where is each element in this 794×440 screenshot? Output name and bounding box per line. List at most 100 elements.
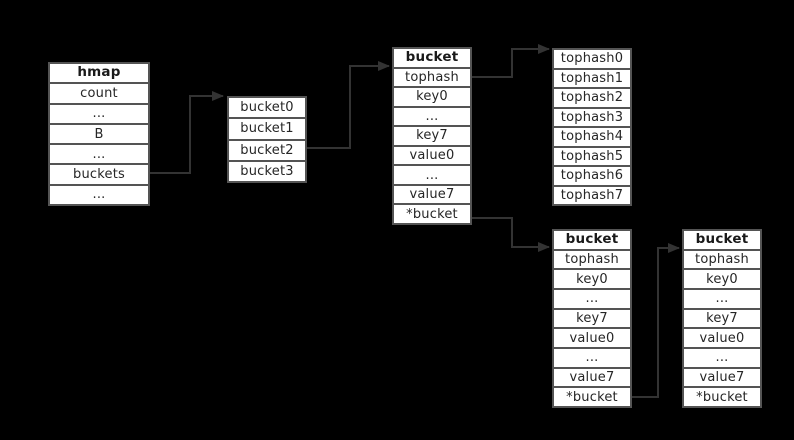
cell-label: key7 xyxy=(416,128,448,144)
overflow-1-to-overflow-2-arrow xyxy=(632,243,680,398)
bucket-main-to-overflow-1-arrow xyxy=(472,217,550,252)
bucket2-to-bucket-main-arrow xyxy=(307,61,390,149)
overflow-bucket-1-table: bucket tophash key0... key7 value0... value7 *… xyxy=(552,229,632,408)
hmap-buckets-to-bucket-array-arrow xyxy=(150,91,224,174)
cell-label: ... xyxy=(425,108,439,124)
cell-label: bucket xyxy=(405,49,459,66)
cell-label: bucket0 xyxy=(240,100,294,116)
cell-label: tophash5 xyxy=(560,148,624,164)
bucket-main-row-key7: key7 xyxy=(392,125,472,147)
overflow-bucket-2-row-dots: ... xyxy=(682,346,762,369)
cell-label: value7 xyxy=(409,187,455,203)
tophash-to-tophash-array-arrow xyxy=(472,44,550,78)
cell-label: value0 xyxy=(409,148,455,163)
tophash-array-row-tophash5: tophash5 xyxy=(552,145,632,167)
cell-label: ... xyxy=(425,167,439,183)
bucket-array-table: bucket0 bucket1 bucket2 bucket3 xyxy=(227,96,307,183)
cell-label: bucket1 xyxy=(240,121,294,137)
cell-label: ... xyxy=(92,146,106,162)
cell-label: key0 xyxy=(416,89,448,105)
cell-label: tophash xyxy=(405,69,459,85)
overflow-bucket-2-row-key7: key7 xyxy=(682,307,762,330)
cell-label: ... xyxy=(92,187,106,203)
overflow-bucket-2-row-bucket: *bucket xyxy=(682,386,762,408)
overflow-bucket-1-row-dots: ... xyxy=(552,287,632,310)
overflow-bucket-2-row-value0: value0 xyxy=(682,327,762,349)
tophash-array-row-tophash0: tophash0 xyxy=(552,48,632,70)
bucket-main-row-value7: value7 xyxy=(392,183,472,206)
overflow-bucket-1-row-key7: key7 xyxy=(552,307,632,330)
overflow-bucket-1-row-tophash: tophash xyxy=(552,248,632,271)
cell-label: bucket xyxy=(565,231,619,248)
overflow-bucket-1-row-bucket: *bucket xyxy=(552,386,632,408)
bucket-array-row-bucket0: bucket0 xyxy=(227,96,307,120)
cell-label: key0 xyxy=(706,271,738,287)
cell-label: tophash4 xyxy=(560,129,624,145)
tophash-array-row-tophash3: tophash3 xyxy=(552,106,632,128)
overflow-bucket-2-row-bucket: bucket xyxy=(682,229,762,251)
cell-label: bucket3 xyxy=(240,163,294,179)
tophash-array-row-tophash7: tophash7 xyxy=(552,184,632,206)
cell-label: value0 xyxy=(569,330,615,346)
overflow-bucket-2-table: bucket tophash key0... key7 value0... value7 *… xyxy=(682,229,762,408)
bucket-main-row-tophash: tophash xyxy=(392,66,472,89)
cell-label: key7 xyxy=(706,310,738,326)
cell-label: bucket xyxy=(695,231,749,248)
cell-label: value0 xyxy=(699,330,745,346)
hmap-row-B: B xyxy=(48,122,150,146)
hmap-row-dots: ... xyxy=(48,183,150,207)
bucket-main-row-key0: key0 xyxy=(392,86,472,108)
cell-label: *bucket xyxy=(696,389,748,405)
bucket-main-row-value0: value0 xyxy=(392,144,472,167)
overflow-bucket-2-row-value7: value7 xyxy=(682,366,762,389)
cell-label: value7 xyxy=(569,369,615,385)
cell-label: *bucket xyxy=(406,206,458,222)
cell-label: *bucket xyxy=(566,389,618,405)
overflow-bucket-1-row-dots: ... xyxy=(552,346,632,369)
cell-label: key0 xyxy=(576,271,608,287)
bucket-main-row-bucket: *bucket xyxy=(392,203,472,225)
cell-label: tophash1 xyxy=(560,70,624,86)
cell-label: tophash6 xyxy=(560,168,624,184)
tophash-array-row-tophash6: tophash6 xyxy=(552,165,632,187)
cell-label: bucket2 xyxy=(240,142,294,158)
cell-label: tophash2 xyxy=(560,90,624,106)
tophash-array-row-tophash1: tophash1 xyxy=(552,67,632,89)
hmap-row-hmap: hmap xyxy=(48,62,150,85)
bucket-array-row-bucket2: bucket2 xyxy=(227,138,307,162)
bucket-array-row-bucket3: bucket3 xyxy=(227,159,307,183)
cell-label: hmap xyxy=(77,64,121,81)
cell-label: B xyxy=(94,126,104,142)
cell-label: count xyxy=(80,85,118,101)
bucket-array-row-bucket1: bucket1 xyxy=(227,117,307,141)
bucket-main-row-bucket: bucket xyxy=(392,47,472,69)
tophash-array-row-tophash4: tophash4 xyxy=(552,126,632,148)
cell-label: ... xyxy=(715,291,729,307)
hmap-row-dots: ... xyxy=(48,143,150,166)
overflow-bucket-1-row-value0: value0 xyxy=(552,327,632,349)
cell-label: ... xyxy=(715,350,729,366)
overflow-bucket-1-row-key0: key0 xyxy=(552,268,632,290)
hmap-row-count: count xyxy=(48,82,150,105)
cell-label: ... xyxy=(585,350,599,366)
cell-label: ... xyxy=(92,106,106,122)
overflow-bucket-2-row-tophash: tophash xyxy=(682,248,762,271)
bucket-main-table: bucket tophash key0... key7 value0... value7 *… xyxy=(392,47,472,225)
cell-label: value7 xyxy=(699,369,745,385)
bucket-main-row-dots: ... xyxy=(392,105,472,128)
hmap-row-dots: ... xyxy=(48,102,150,125)
cell-label: key7 xyxy=(576,310,608,326)
cell-label: tophash3 xyxy=(560,109,624,125)
cell-label: tophash xyxy=(565,251,619,267)
overflow-bucket-1-row-bucket: bucket xyxy=(552,229,632,251)
hmap-row-buckets: buckets xyxy=(48,163,150,186)
overflow-bucket-2-row-key0: key0 xyxy=(682,268,762,290)
tophash-array-row-tophash2: tophash2 xyxy=(552,87,632,109)
cell-label: ... xyxy=(585,291,599,307)
cell-label: tophash xyxy=(695,251,749,267)
bucket-main-row-dots: ... xyxy=(392,164,472,186)
overflow-bucket-2-row-dots: ... xyxy=(682,287,762,310)
